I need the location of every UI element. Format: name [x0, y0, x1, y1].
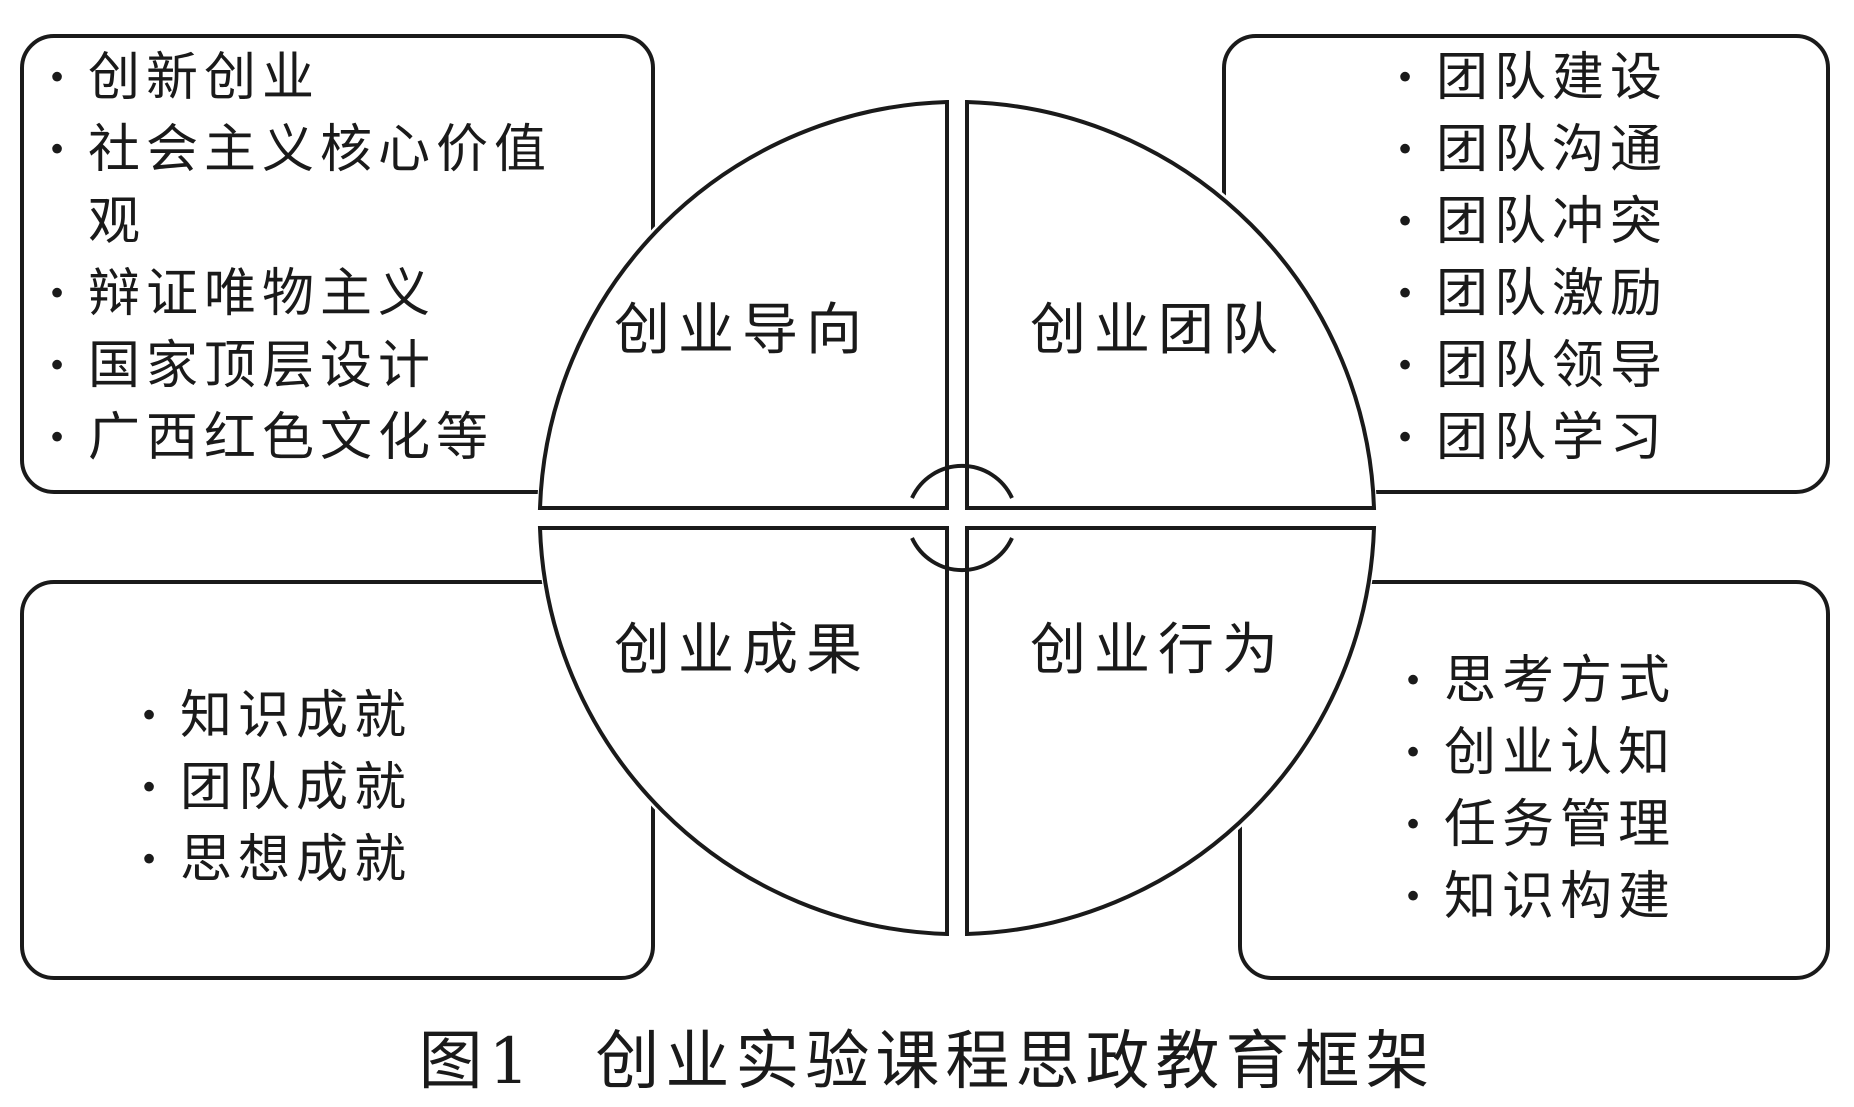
list-item: 任务管理 — [1404, 789, 1676, 861]
list-item: 团队成就 — [140, 752, 412, 824]
center-arc-bottom — [910, 537, 1014, 573]
quadrant-bottom-right — [965, 526, 1377, 937]
list-item: 广西红色文化等 — [48, 402, 588, 474]
top-left-list: 创新创业 社会主义核心价值观 辩证唯物主义 国家顶层设计 广西红色文化等 — [48, 42, 588, 474]
bottom-left-list: 知识成就 团队成就 思想成就 — [140, 680, 412, 896]
list-item: 辩证唯物主义 — [48, 258, 588, 330]
list-item: 社会主义核心价值观 — [48, 114, 588, 258]
list-item: 知识构建 — [1404, 861, 1676, 933]
center-arc-top — [910, 463, 1014, 499]
quadrant-bottom-left — [537, 526, 949, 937]
list-item: 国家顶层设计 — [48, 330, 588, 402]
list-item: 团队学习 — [1396, 402, 1668, 474]
list-item: 创业认知 — [1404, 717, 1676, 789]
list-item: 团队冲突 — [1396, 186, 1668, 258]
figure-title: 创业实验课程思政教育框架 — [595, 1025, 1436, 1099]
list-item: 思想成就 — [140, 824, 412, 896]
list-item: 知识成就 — [140, 680, 412, 752]
quadrant-label-orientation: 创业导向 — [614, 298, 870, 363]
list-item: 团队激励 — [1396, 258, 1668, 330]
list-item: 团队建设 — [1396, 42, 1668, 114]
top-right-list: 团队建设 团队沟通 团队冲突 团队激励 团队领导 团队学习 — [1396, 42, 1668, 474]
bottom-right-list: 思考方式 创业认知 任务管理 知识构建 — [1404, 645, 1676, 933]
list-item: 思考方式 — [1404, 645, 1676, 717]
quadrant-label-behavior: 创业行为 — [1030, 618, 1286, 683]
list-item: 团队沟通 — [1396, 114, 1668, 186]
quadrant-top-right — [965, 99, 1377, 510]
list-item: 创新创业 — [48, 42, 588, 114]
list-item: 团队领导 — [1396, 330, 1668, 402]
quadrant-label-team: 创业团队 — [1030, 298, 1286, 363]
figure-number: 图1 — [418, 1025, 536, 1099]
quadrant-label-outcomes: 创业成果 — [614, 618, 870, 683]
figure-caption: 图1 创业实验课程思政教育框架 — [0, 1010, 1854, 1102]
